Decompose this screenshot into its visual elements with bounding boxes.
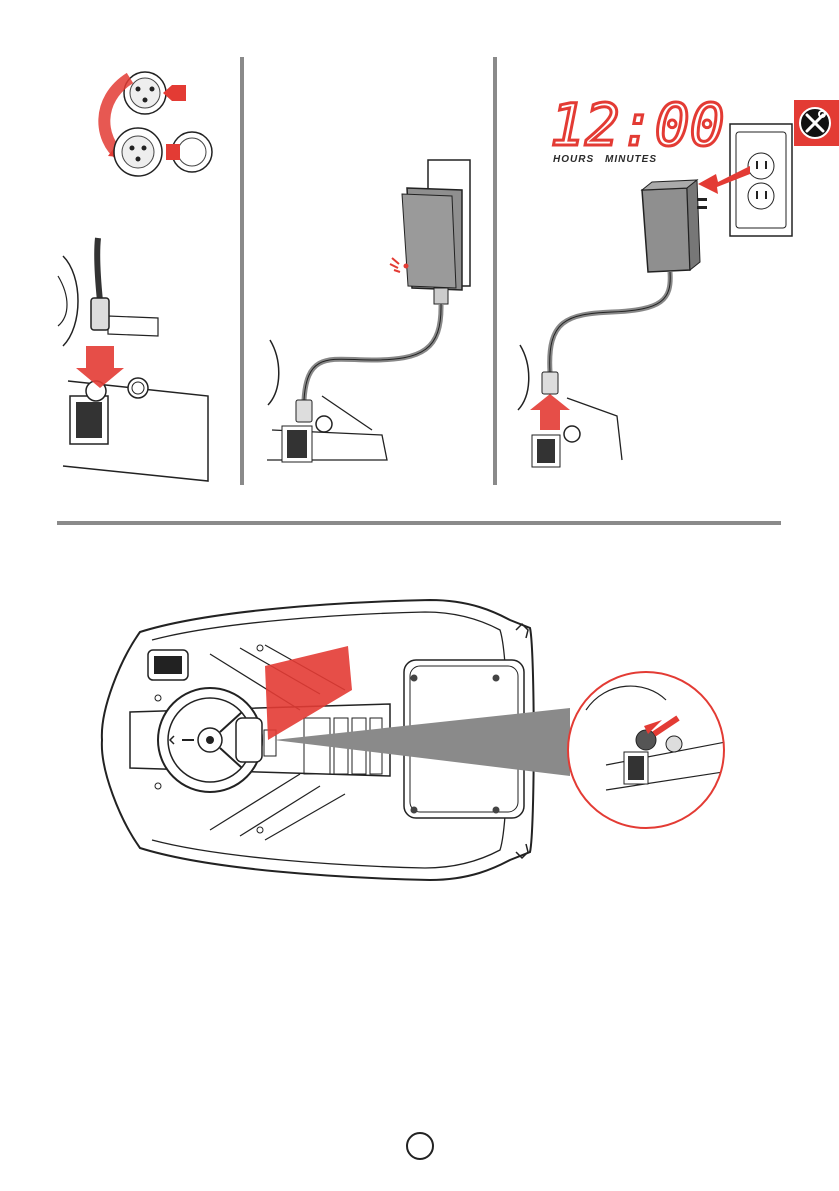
plug-into-car-illustration xyxy=(58,236,238,486)
section-divider xyxy=(57,521,781,525)
page-number xyxy=(406,1132,434,1160)
panel-divider-1 xyxy=(240,57,244,485)
charger-into-outlet-illustration xyxy=(512,120,812,480)
charging-port-callout xyxy=(566,670,726,830)
connector-orientation-illustration xyxy=(100,70,220,170)
panel-divider-2 xyxy=(493,57,497,485)
charger-plugged-illustration xyxy=(262,160,492,480)
